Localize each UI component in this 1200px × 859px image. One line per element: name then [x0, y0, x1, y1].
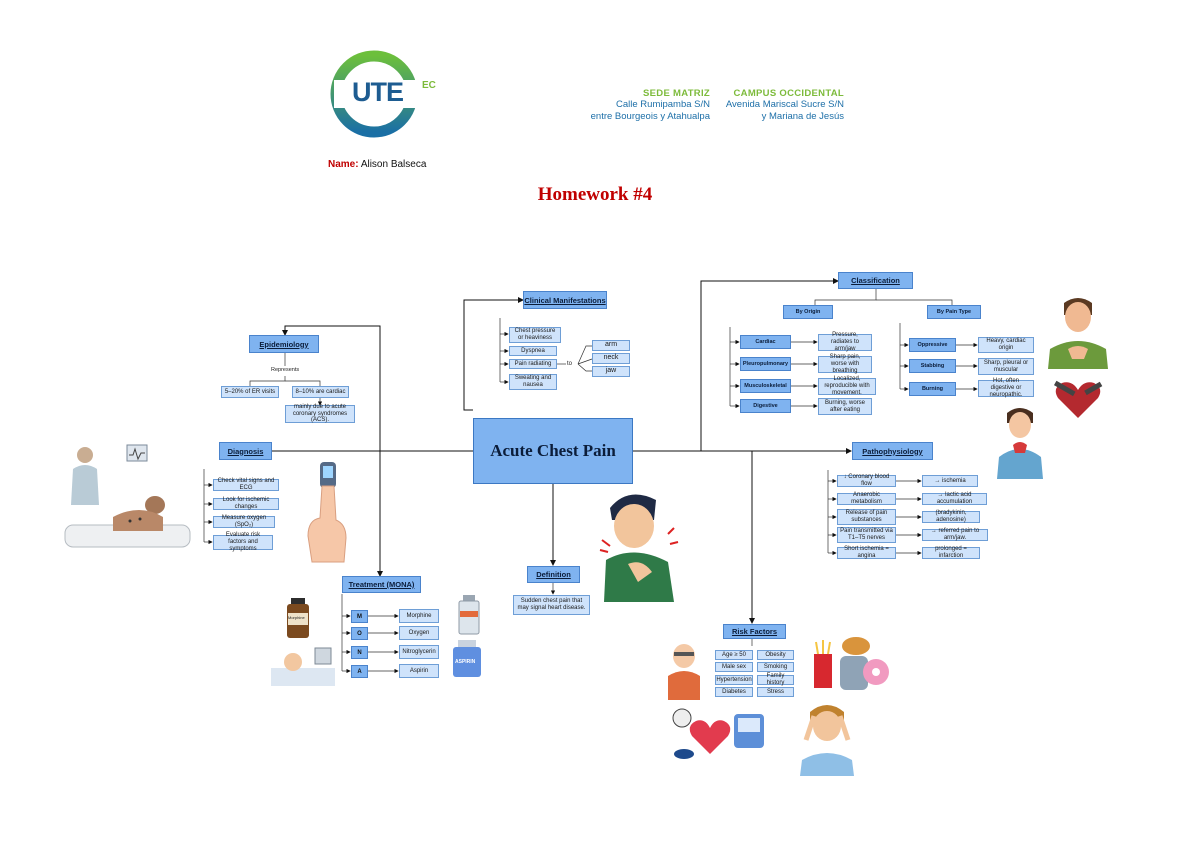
- paintype-label: Oppressive: [909, 338, 956, 352]
- morphine-bottle-icon: [287, 598, 309, 638]
- origin-desc: Localized, reproducible with movement.: [818, 376, 876, 396]
- treatment-title: Treatment (MONA): [342, 576, 421, 593]
- origin-label: Digestive: [740, 399, 791, 413]
- sede-line1: Calle Rumipamba S/N: [616, 99, 710, 110]
- clinical-item: Pain radiating: [509, 359, 557, 369]
- patho-effect: (bradykinin, adenosine): [922, 510, 980, 523]
- central-node: Acute Chest Pain: [473, 418, 633, 484]
- diagnosis-title: Diagnosis: [219, 442, 272, 460]
- page-title: Homework #4: [537, 184, 653, 205]
- epidemiology-represents: Represents: [271, 367, 300, 373]
- aspirin-bottle-icon: [453, 640, 481, 677]
- campus-occidental: CAMPUS OCCIDENTAL Avenida Mariscal Sucre…: [714, 88, 844, 123]
- paintype-desc: Heavy, cardiac origin: [978, 337, 1034, 353]
- radiate-item: jaw: [592, 366, 630, 377]
- stabbing-heart-icon: [1053, 380, 1103, 418]
- risk-item: Hypertension: [715, 675, 753, 685]
- diagnosis-item: Look for ischemic changes: [213, 497, 279, 510]
- mona-letter: M: [351, 610, 368, 623]
- mona-letter: O: [351, 627, 368, 640]
- epidemiology-item: 8–10% are cardiac: [292, 386, 349, 398]
- blood-pressure-illustration: [672, 708, 764, 759]
- ecg-patient-illustration: [64, 444, 191, 548]
- radiate-item: arm: [592, 340, 630, 351]
- junk-food-illustration: [814, 637, 889, 690]
- sede-line2: entre Bourgeois y Atahualpa: [590, 110, 710, 122]
- origin-label: Cardiac: [740, 335, 791, 349]
- mona-drug: Aspirin: [399, 664, 439, 678]
- diagnosis-item: Check vital signs and ECG: [213, 478, 279, 491]
- clinical-to: to: [567, 361, 573, 367]
- campus-line2: y Mariana de Jesús: [761, 110, 844, 122]
- origin-desc: Pressure, radiates to arm/jaw: [818, 332, 872, 352]
- logo-suffix: EC: [422, 80, 436, 91]
- paintype-desc: Hot, often digestive or neuropathic.: [978, 378, 1034, 398]
- origin-desc: Sharp pain, worse with breathing: [818, 354, 872, 374]
- patho-cause: ↓ Coronary blood flow: [837, 474, 896, 487]
- clinical-title: Clinical Manifestations: [523, 291, 607, 309]
- patho-cause: Release of pain substances: [837, 509, 896, 525]
- risk-item: Male sex: [715, 662, 753, 672]
- origin-label: Pleuropulmonary: [740, 357, 791, 371]
- risk-item: Smoking: [757, 662, 794, 672]
- paintype-label: Stabbing: [909, 359, 956, 373]
- logo-text: UTE: [352, 77, 404, 107]
- epidemiology-detail: mainly due to acute coronary syndromes (…: [285, 404, 355, 423]
- risk-item: Age ≥ 50: [715, 650, 753, 660]
- diagnosis-item: Evaluate risk factors and symptoms: [213, 532, 273, 552]
- oxygen-patient-illustration: [271, 647, 335, 686]
- student-name: Name: Alison Balseca: [328, 159, 426, 170]
- patho-cause: Short ischemia = angina: [837, 546, 896, 559]
- morphine-bottle-label: Morphine: [288, 615, 305, 620]
- sede-matriz: SEDE MATRIZ Calle Rumipamba S/N entre Bo…: [580, 88, 710, 123]
- clinical-item: Sweating and nausea: [509, 374, 557, 390]
- elderly-man-illustration: [668, 644, 700, 700]
- risk-item: Diabetes: [715, 687, 753, 697]
- risk-title: Risk Factors: [723, 624, 786, 639]
- sede-title: SEDE MATRIZ: [643, 88, 710, 99]
- risk-item: Obesity: [757, 650, 794, 660]
- stressed-man-illustration: [800, 705, 854, 776]
- mona-drug: Nitroglycerin: [399, 645, 439, 659]
- mona-letter: A: [351, 665, 368, 678]
- burning-pain-man-illustration: [997, 408, 1043, 479]
- campus-title: CAMPUS OCCIDENTAL: [733, 88, 844, 99]
- nitroglycerin-bottle-icon: [458, 595, 480, 635]
- clinical-item: Chest pressure or heaviness: [509, 327, 561, 343]
- definition-text: Sudden chest pain that may signal heart …: [513, 595, 590, 615]
- patho-effect: prolonged = infarction: [922, 546, 980, 559]
- radiate-item: neck: [592, 353, 630, 364]
- clinical-item: Dyspnea: [509, 346, 557, 356]
- aspirin-bottle-label: ASPIRIN: [455, 659, 476, 665]
- origin-label: Musculoskeletal: [740, 379, 791, 393]
- pathophysiology-title: Pathophysiology: [852, 442, 933, 460]
- origin-desc: Burning, worse after eating: [818, 398, 872, 415]
- paintype-label: Burning: [909, 382, 956, 396]
- epidemiology-item: 5–20% of ER visits: [221, 386, 279, 398]
- by-pain-type: By Pain Type: [927, 305, 981, 319]
- chest-pain-man-illustration: [599, 494, 679, 602]
- oppressive-pain-man-illustration: [1048, 298, 1108, 369]
- paintype-desc: Sharp, pleural or muscular: [978, 358, 1034, 375]
- diagnosis-item: Measure oxygen (SpO₂): [213, 515, 275, 528]
- definition-title: Definition: [527, 566, 580, 583]
- mona-drug: Morphine: [399, 609, 439, 623]
- patho-effect: → ischemia: [922, 475, 978, 487]
- campus-line1: Avenida Mariscal Sucre S/N: [725, 99, 844, 110]
- by-origin: By Origin: [783, 305, 833, 319]
- name-value: Alison Balseca: [360, 159, 427, 170]
- epidemiology-title: Epidemiology: [249, 335, 319, 353]
- name-label: Name:: [328, 159, 359, 170]
- patho-cause: Pain transmitted via T1–T5 nerves: [837, 527, 896, 543]
- mona-letter: N: [351, 646, 368, 659]
- patho-effect: → referred pain to arm/jaw.: [922, 528, 988, 541]
- patho-cause: Anaerobic metabolism: [837, 492, 896, 505]
- risk-item: Family history: [757, 673, 794, 686]
- pulse-oximeter-icon: [307, 462, 347, 563]
- patho-effect: → lactic acid accumulation: [922, 492, 987, 505]
- risk-item: Stress: [757, 687, 794, 697]
- classification-title: Classification: [838, 272, 913, 289]
- ute-logo: UTE EC: [330, 50, 445, 140]
- mona-drug: Oxygen: [399, 626, 439, 640]
